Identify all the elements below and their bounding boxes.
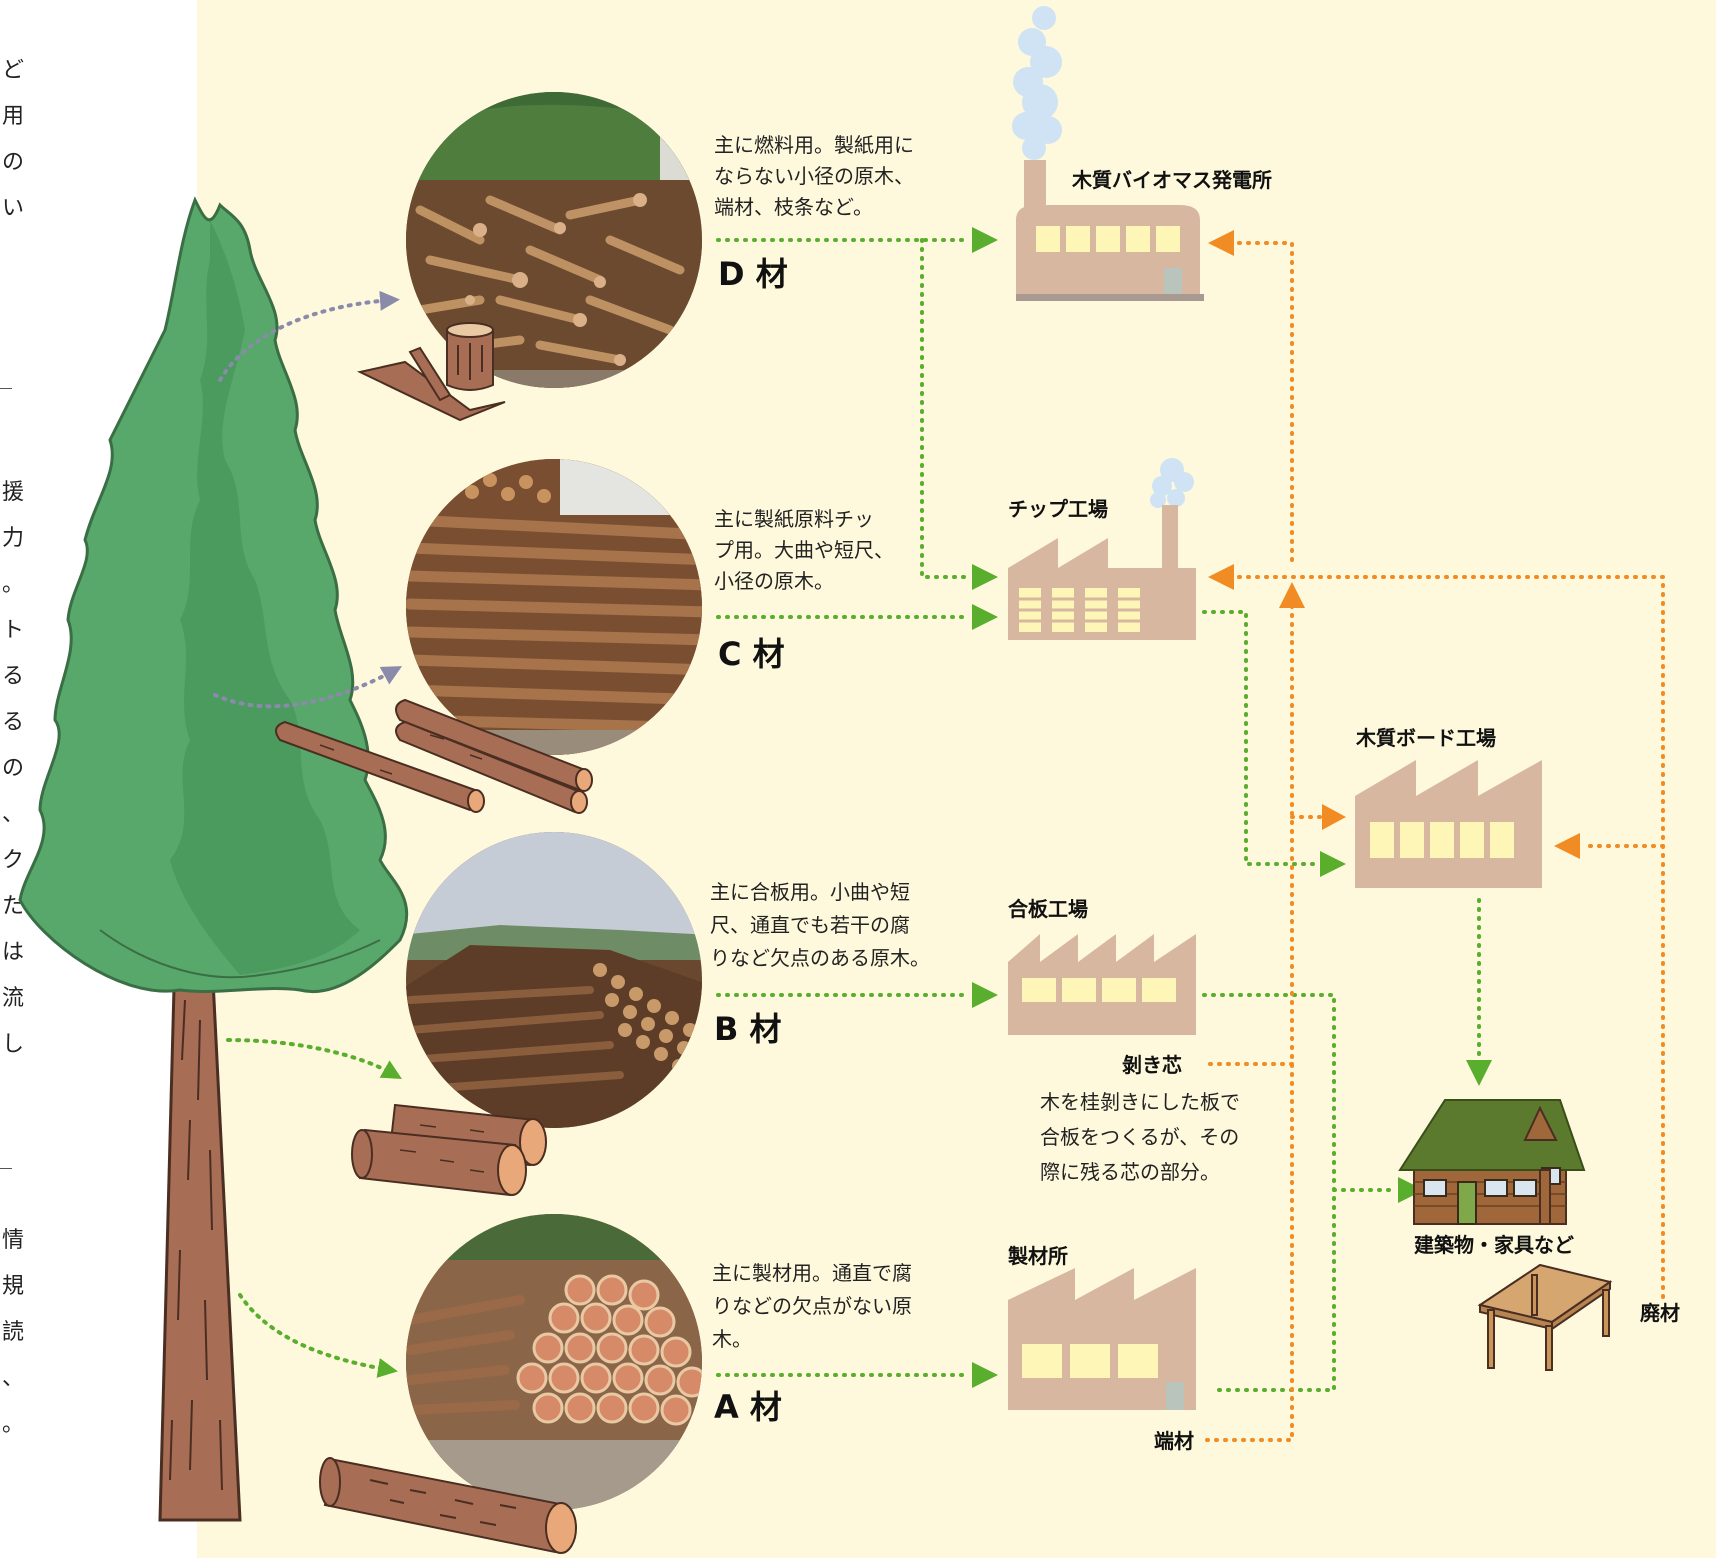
grade-d-label: D 材	[718, 255, 788, 293]
arrow-trunk-to-b	[226, 1038, 402, 1079]
side-divider	[0, 388, 12, 389]
a-desc-line-2: りなどの欠点がない原	[712, 1294, 912, 1318]
chip-factory-illustration	[1008, 458, 1196, 640]
a-desc-line-3: 木。	[712, 1327, 752, 1351]
core-desc-line-3: 際に残る芯の部分。	[1040, 1160, 1220, 1184]
waste-label: 廃材	[1640, 1301, 1680, 1325]
orange-flow-lines	[1203, 241, 1665, 1442]
side-text-char: の	[2, 756, 25, 781]
c-desc-line-3: 小径の原木。	[714, 569, 834, 593]
d-desc-line-2: ならない小径の原木、	[714, 164, 914, 188]
sawmill-label: 製材所	[1008, 1244, 1068, 1268]
d-desc-line-3: 端材、枝条など。	[714, 195, 873, 219]
green-flow-lines	[716, 238, 1481, 1392]
side-text-char: 。	[2, 572, 25, 597]
core-desc-line-2: 合板をつくるが、その	[1040, 1125, 1239, 1149]
core-label: 剝き芯	[1122, 1053, 1182, 1077]
side-text-char: ど	[2, 58, 25, 83]
sawmill-illustration	[1008, 1268, 1196, 1410]
side-text-column-3: 情規読、。	[2, 1218, 24, 1448]
side-text-char: 、	[2, 1366, 25, 1391]
biomass-power-plant-illustration	[1012, 6, 1204, 301]
b-desc-line-3: りなど欠点のある原木。	[710, 946, 930, 970]
c-desc-line-2: プ用。大曲や短尺、	[714, 538, 894, 562]
side-text-char: 情	[2, 1228, 25, 1253]
side-text-char: ク	[2, 848, 25, 873]
orange-arrowheads	[1208, 230, 1580, 859]
side-text-char: ト	[2, 618, 25, 643]
cedar-tree	[18, 196, 409, 1522]
side-text-char: 読	[2, 1320, 25, 1345]
thin-logs-illustration	[275, 698, 593, 814]
b-desc-line-2: 尺、通直でも若干の腐	[710, 913, 910, 937]
side-divider	[0, 1168, 12, 1169]
side-text-char: し	[2, 1032, 25, 1057]
arrow-tree-to-c	[213, 666, 403, 709]
green-arrowheads	[972, 227, 1492, 1388]
a-desc-line-1: 主に製材用。通直で腐	[712, 1261, 912, 1285]
side-text-char: 流	[2, 986, 25, 1011]
chip-factory-label: チップ工場	[1008, 497, 1108, 521]
core-desc-line-1: 木を桂剝きにした板で	[1040, 1090, 1240, 1114]
arrow-tree-to-d	[218, 290, 400, 382]
side-text-char: 、	[2, 802, 25, 827]
side-text-column-1: ど用のい	[2, 48, 24, 232]
side-text-char: る	[2, 710, 25, 735]
stump-and-branch-illustration	[356, 322, 506, 422]
b-logs-illustration	[351, 1103, 547, 1197]
side-text-char: の	[2, 150, 25, 175]
side-text-char: 用	[2, 104, 25, 129]
table-illustration	[1477, 1263, 1613, 1371]
plywood-factory-illustration	[1008, 934, 1196, 1035]
side-text-char: 。	[2, 1412, 25, 1437]
b-desc-line-1: 主に合板用。小曲や短	[710, 880, 910, 904]
side-text-char: は	[2, 940, 25, 965]
board-factory-label: 木質ボード工場	[1355, 726, 1496, 750]
side-text-char: 援	[2, 480, 25, 505]
photo-b-log-stack	[406, 832, 702, 1128]
house-illustration	[1398, 1099, 1586, 1225]
arrow-trunk-to-a	[238, 1293, 398, 1378]
grade-b-label: B 材	[714, 1010, 782, 1048]
products-label: 建築物・家具など	[1414, 1233, 1574, 1257]
plywood-factory-label: 合板工場	[1008, 897, 1088, 921]
c-desc-line-1: 主に製紙原料チッ	[714, 507, 874, 531]
side-text-char: 力	[2, 526, 25, 551]
offcuts-label: 端材	[1154, 1429, 1194, 1453]
side-text-char: い	[2, 196, 25, 221]
grade-a-label: A 材	[714, 1388, 782, 1426]
side-text-char: る	[2, 664, 25, 689]
d-desc-line-1: 主に燃料用。製紙用に	[714, 133, 914, 157]
a-log-illustration	[319, 1457, 577, 1554]
tree-foliage-shade	[170, 220, 360, 975]
grade-c-label: C 材	[718, 635, 785, 673]
side-text-char: 規	[2, 1274, 25, 1299]
board-factory-illustration	[1355, 760, 1542, 888]
biomass-plant-label: 木質バイオマス発電所	[1071, 168, 1272, 192]
